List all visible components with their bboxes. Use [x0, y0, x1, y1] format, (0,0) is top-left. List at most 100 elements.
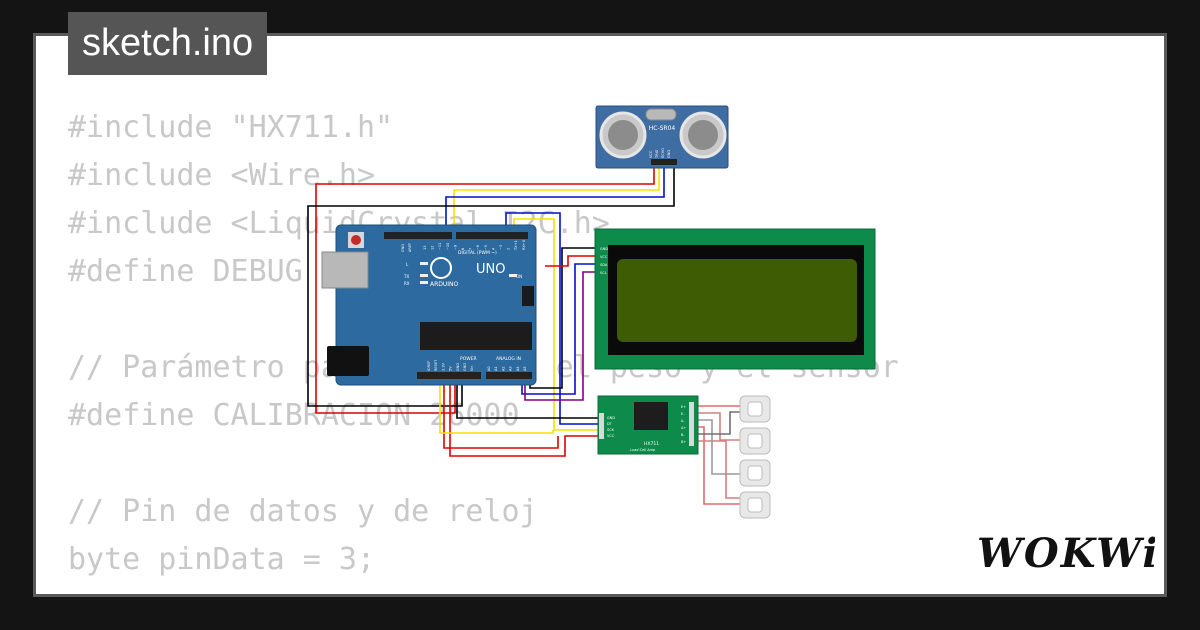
code-line: #include <Wire.h> — [68, 158, 376, 193]
arduino-rx-label: RX — [404, 281, 410, 286]
arduino-digital-pin-label-8: ~5 — [484, 245, 488, 250]
ultrasonic-sensor[interactable]: HC-SR04 VCC TRIG ECHO GND — [595, 105, 729, 169]
arduino-digital-pin-label-7: ~6 — [476, 245, 480, 250]
arduino-power-pin-label-1: RESET — [434, 359, 438, 371]
arduino-digital-pin-label-3: ~10 — [446, 243, 450, 250]
arduino-digital-pin-label-6: 7 — [469, 248, 473, 250]
wire-hx711-sck — [513, 218, 601, 431]
code-line: byte pinClk = 2; — [68, 584, 899, 594]
wires — [307, 160, 740, 505]
wire-ultrasonic-vcc — [315, 160, 655, 414]
hx711-pin-sck: SCK — [607, 428, 615, 432]
ultrasonic-pin-vcc: VCC — [649, 150, 653, 158]
arduino-digital-pin-label-12: TX→1 — [514, 240, 518, 251]
ultrasonic-pin-header — [651, 159, 677, 165]
hx711-subtitle: Load Cell Amp — [630, 448, 656, 452]
arduino-analog-pin-label-5: A5 — [523, 366, 527, 371]
ultrasonic-pin-gnd: GND — [667, 150, 671, 158]
load-cell-4-pad — [747, 497, 763, 513]
ultrasonic-pin-echo: ECHO — [661, 148, 665, 158]
arduino-logo-mark — [430, 257, 452, 279]
hx711-pin-a-minus: A- — [681, 419, 685, 423]
wire-lcd-scl — [524, 271, 598, 401]
wire-lcd-gnd — [529, 247, 598, 389]
load-cell-1[interactable] — [739, 395, 771, 423]
arduino-led-l — [420, 262, 428, 265]
hx711-title: HX711 — [644, 441, 659, 447]
wire-ultrasonic-trig — [453, 160, 660, 231]
wokwi-logo[interactable]: WOKWi — [975, 525, 1155, 577]
hx711-pin-dt: DT — [607, 422, 613, 426]
file-tab[interactable]: sketch.ino — [68, 12, 268, 75]
wire-hx711-vcc — [449, 380, 601, 457]
wire-lcd-sda — [521, 263, 598, 395]
arduino-analog-pin-label-1: A1 — [494, 366, 498, 371]
wire-hx711-gnd — [456, 380, 601, 419]
arduino-power-pin-label-2: 3.3V — [441, 362, 445, 371]
ultrasonic-crystal — [645, 108, 677, 121]
code-line: #include "HX711.h" — [68, 110, 394, 145]
lcd-pin-sda: SDA — [600, 263, 608, 267]
load-cell-2[interactable] — [739, 427, 771, 455]
load-cell-1-pad — [747, 401, 763, 417]
arduino-l-label: L — [406, 262, 409, 267]
arduino-uno[interactable]: UNO ARDUINO DIGITAL (PWM ~) POWER ANALOG… — [321, 224, 537, 386]
arduino-digital-pin-label-2: ~11 — [438, 243, 442, 250]
wire-cell-5 — [690, 411, 740, 435]
arduino-power-label: POWER — [460, 356, 477, 362]
arduino-power-header — [417, 372, 481, 379]
load-cell-3[interactable] — [739, 459, 771, 487]
load-cell-4[interactable] — [739, 491, 771, 519]
arduino-analog-label: ANALOG IN — [496, 356, 521, 362]
load-cells — [739, 395, 771, 519]
arduino-analog-pin-label-0: A0 — [487, 366, 491, 371]
lcd-pin-gnd: GND — [600, 247, 608, 251]
lcd-pin-scl: SCL — [600, 271, 607, 275]
arduino-aref-label: AREF — [408, 243, 412, 252]
arduino-tx-label: TX — [403, 274, 409, 279]
wokwi-logo-text: WOKWi — [977, 530, 1155, 577]
arduino-power-pin-label-4: GND — [456, 363, 460, 371]
hx711-right-header — [689, 402, 694, 446]
arduino-analog-pin-label-4: A4 — [516, 366, 520, 371]
code-line: // Pin de datos y de reloj — [68, 494, 538, 529]
wire-hx711-dt — [505, 212, 601, 425]
arduino-led-on — [509, 274, 517, 277]
ultrasonic-mesh-right — [688, 120, 718, 150]
arduino-gnd-label: GND — [401, 244, 405, 252]
hx711-module[interactable]: HX711 Load Cell Amp GND DT SCK VCC E+ E-… — [597, 395, 699, 455]
hx711-left-header — [599, 413, 604, 439]
wire-cell-2 — [690, 412, 740, 441]
arduino-digital-header-2 — [456, 232, 528, 239]
wire-power-loop — [443, 380, 559, 449]
ultrasonic-model-label: HC-SR04 — [649, 125, 676, 132]
hx711-pin-e-plus: E+ — [681, 405, 686, 409]
arduino-power-pin-label-0: IOREF — [427, 361, 431, 371]
arduino-reset-button[interactable] — [351, 235, 361, 245]
arduino-digital-pin-label-10: ~3 — [499, 245, 503, 250]
arduino-brand-label: ARDUINO — [430, 281, 459, 288]
wire-cell-6 — [690, 440, 740, 499]
lcd-display[interactable]: GND VCC SDA SCL — [594, 228, 876, 370]
code-line: #define DEBUG — [68, 254, 303, 289]
arduino-analog-header — [486, 372, 532, 379]
arduino-digital-pin-label-5: 8 — [461, 248, 465, 250]
wire-lcd-vcc — [545, 255, 598, 267]
arduino-digital-header-1 — [384, 232, 452, 239]
load-cell-2-pad — [747, 433, 763, 449]
hx711-pin-gnd: GND — [607, 416, 615, 420]
arduino-digital-pin-label-0: 13 — [423, 246, 427, 250]
arduino-led-rx — [420, 281, 428, 284]
arduino-digital-pin-label-1: 12 — [431, 246, 435, 250]
arduino-microcontroller — [420, 322, 532, 350]
ultrasonic-pin-trig: TRIG — [655, 149, 659, 159]
arduino-icsp-header — [522, 286, 534, 306]
wire-power-yellow — [439, 380, 554, 434]
arduino-analog-pin-label-3: A3 — [509, 366, 513, 371]
hx711-pin-vcc: VCC — [607, 434, 615, 438]
hx711-pin-e-minus: E- — [681, 412, 685, 416]
